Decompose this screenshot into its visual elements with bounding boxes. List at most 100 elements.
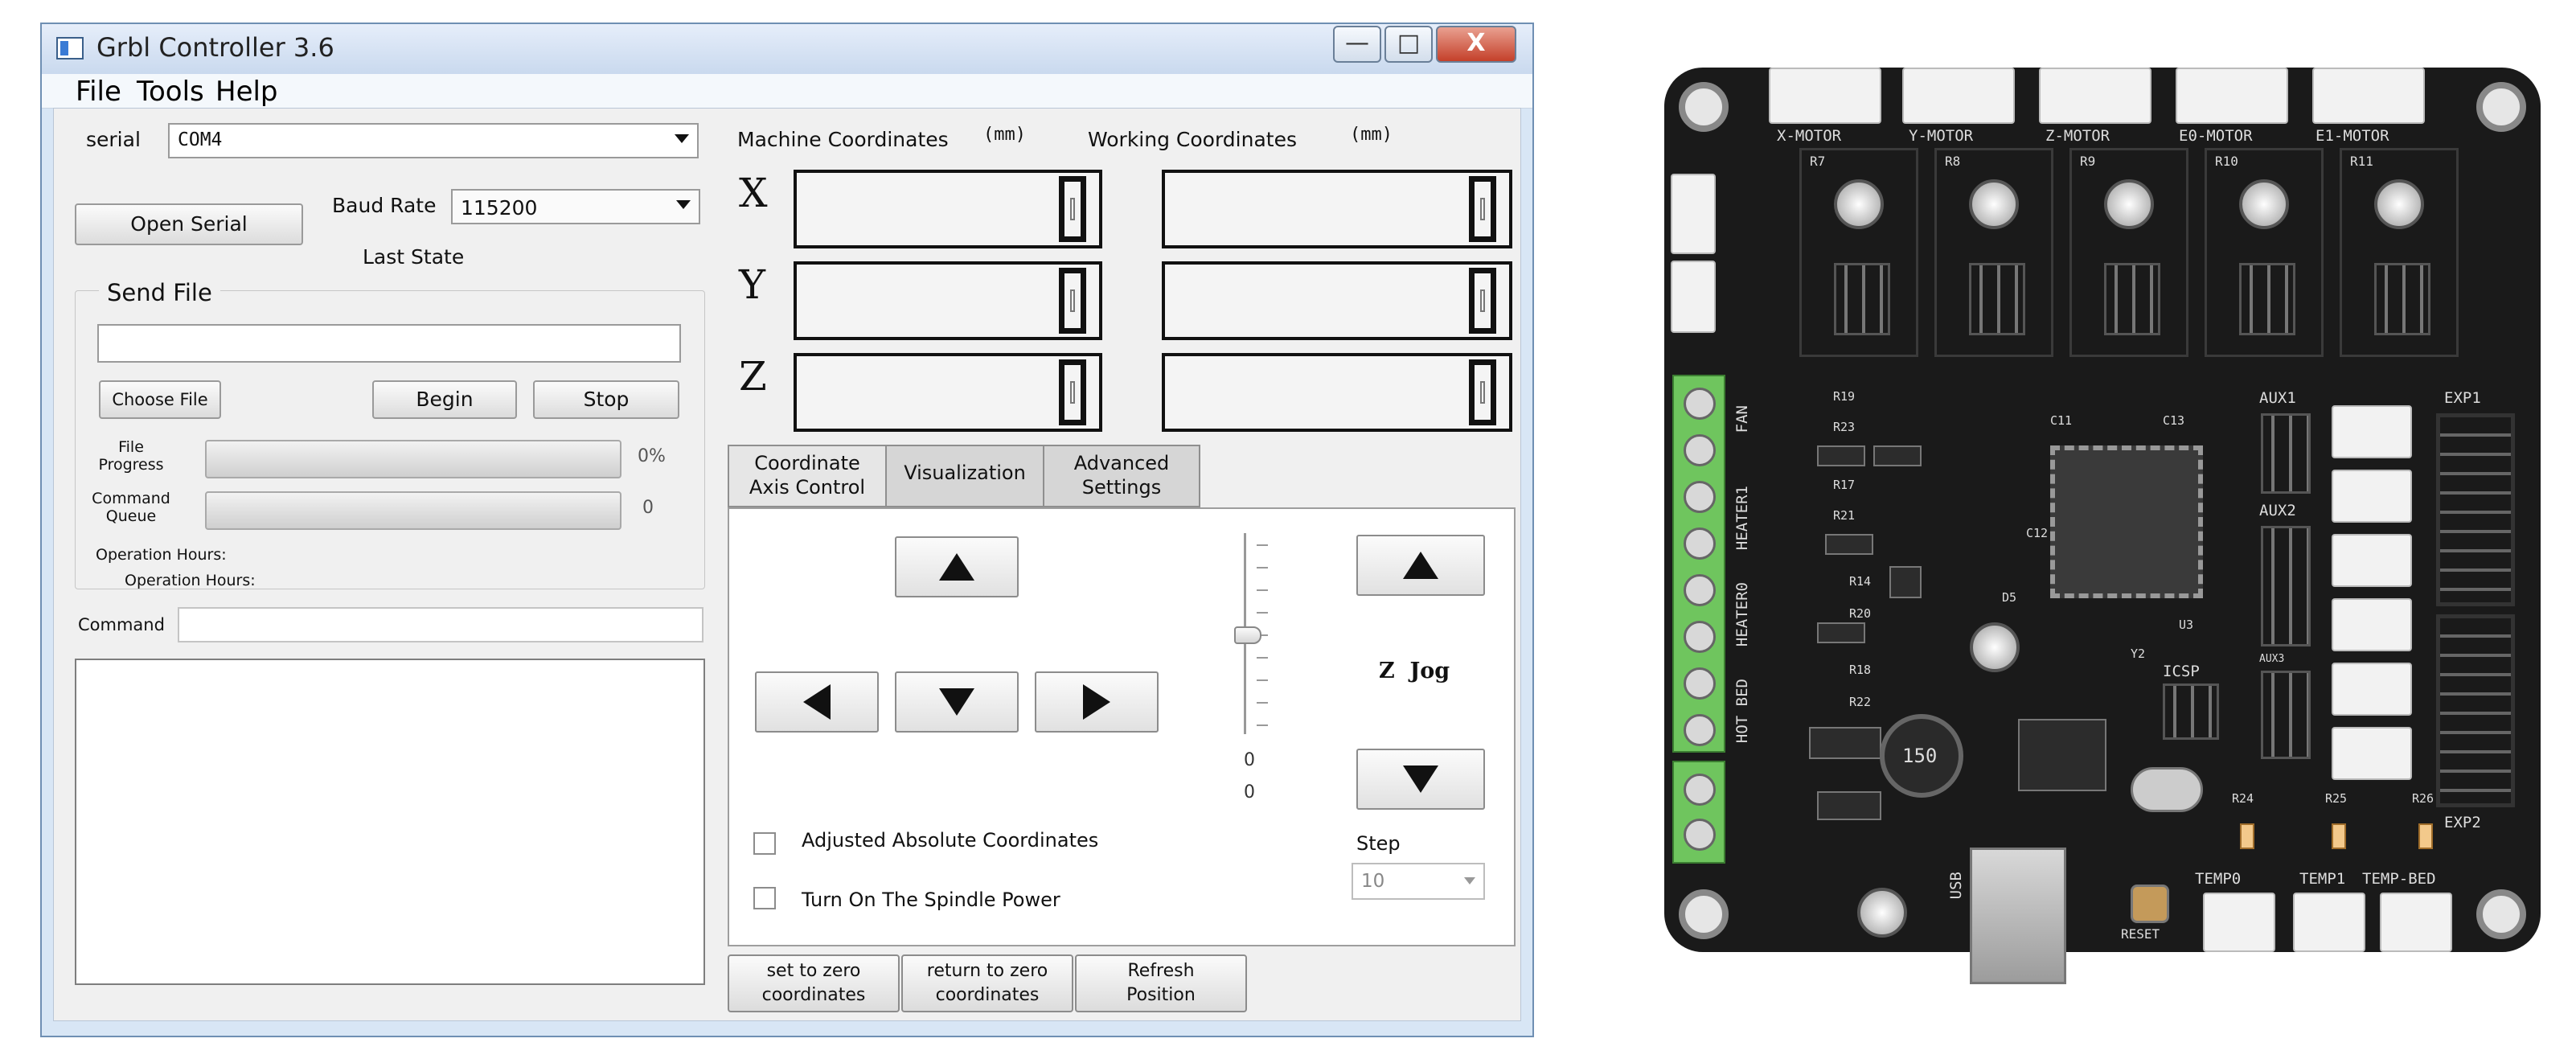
- component-ref: U3: [2179, 618, 2194, 632]
- arrow-up-icon: [1403, 552, 1438, 579]
- stop-button[interactable]: Stop: [533, 380, 679, 419]
- arrow-down-icon: [939, 688, 974, 716]
- x-motor-label: X-MOTOR: [1777, 127, 1842, 145]
- file-path-input[interactable]: [97, 324, 681, 363]
- menu-tools[interactable]: Tools: [137, 76, 204, 108]
- microstep-jumpers: [1834, 263, 1890, 335]
- status-led: [2418, 823, 2433, 849]
- exp2-header: [2436, 614, 2515, 807]
- menu-help[interactable]: Help: [215, 76, 278, 108]
- microstep-jumpers: [1969, 263, 2025, 335]
- spindle-power-label: Turn On The Spindle Power: [802, 889, 1060, 911]
- x-motor-connector: [1769, 68, 1881, 124]
- component-ref: C12: [2026, 526, 2049, 540]
- smd-component: [1825, 534, 1873, 555]
- x-working-digit: [1469, 176, 1496, 242]
- e0-motor-label: E0-MOTOR: [2179, 127, 2253, 145]
- tab-visualization[interactable]: Visualization: [885, 445, 1044, 507]
- title-bar[interactable]: Grbl Controller 3.6 — □ X: [42, 24, 1532, 74]
- x-machine-digit: [1059, 176, 1086, 242]
- open-serial-button[interactable]: Open Serial: [75, 203, 303, 245]
- baud-rate-select[interactable]: 115200: [451, 189, 700, 224]
- aux2-header: [2261, 526, 2311, 646]
- capacitor: [1970, 622, 2020, 672]
- fan-connector: [1671, 174, 1716, 254]
- set-to-zero-button[interactable]: set to zero coordinates: [728, 954, 900, 1012]
- command-input[interactable]: [178, 607, 703, 642]
- command-log[interactable]: [75, 659, 705, 985]
- spindle-power-checkbox[interactable]: [753, 887, 776, 909]
- slider-handle[interactable]: [1234, 626, 1261, 644]
- component-ref: R25: [2325, 791, 2348, 806]
- capacitor: [1857, 888, 1907, 938]
- last-state-label: Last State: [363, 245, 465, 269]
- microstep-jumpers: [2374, 263, 2430, 335]
- aux3-label: AUX3: [2259, 653, 2285, 665]
- jog-y-plus-button[interactable]: [895, 536, 1019, 597]
- y-machine-digit: [1059, 268, 1086, 334]
- jog-x-plus-button[interactable]: [1035, 671, 1159, 733]
- command-label: Command: [78, 615, 165, 634]
- step-select[interactable]: 10: [1352, 863, 1485, 900]
- menu-file[interactable]: File: [76, 76, 121, 108]
- working-unit-label: (mm): [1350, 125, 1393, 145]
- driver-socket-e1: R11: [2340, 148, 2459, 357]
- machine-coordinates-label: Machine Coordinates: [737, 128, 949, 151]
- smd-component: [1817, 622, 1865, 643]
- y-motor-label: Y-MOTOR: [1909, 127, 1974, 145]
- endstop-connector: [2332, 727, 2412, 780]
- exp1-label: EXP1: [2444, 389, 2481, 407]
- mounting-hole: [1679, 889, 1729, 939]
- capacitor: [1969, 179, 2019, 229]
- endstop-connector: [2332, 470, 2412, 523]
- tab-advanced-settings[interactable]: Advanced Settings: [1043, 445, 1200, 507]
- command-queue-bar: [205, 491, 621, 530]
- jog-x-minus-button[interactable]: [755, 671, 879, 733]
- adjusted-absolute-checkbox[interactable]: [753, 832, 776, 855]
- driver-socket-y: R8: [1934, 148, 2053, 357]
- operation-hours-label-2: Operation Hours:: [125, 572, 256, 589]
- begin-button[interactable]: Begin: [372, 380, 517, 419]
- component-ref: R18: [1849, 663, 1872, 677]
- component-ref: R14: [1849, 574, 1872, 589]
- maximize-button[interactable]: □: [1384, 26, 1433, 63]
- component-ref: R20: [1849, 606, 1872, 621]
- endstop-connector: [2332, 663, 2412, 716]
- choose-file-button[interactable]: Choose File: [99, 380, 221, 419]
- chevron-down-icon: [676, 200, 691, 209]
- controller-board-photo: X-MOTOR Y-MOTOR Z-MOTOR E0-MOTOR E1-MOTO…: [1664, 68, 2541, 984]
- command-queue-label: Command Queue: [92, 490, 170, 525]
- jog-z-minus-button[interactable]: [1356, 749, 1485, 810]
- fan-terminal-label: FAN: [1733, 405, 1751, 433]
- status-led: [2332, 823, 2346, 849]
- temp0-label: TEMP0: [2195, 870, 2242, 888]
- hot-bed-terminal-label: HOT BED: [1733, 679, 1751, 744]
- component-ref: R19: [1833, 389, 1856, 404]
- jog-z-plus-button[interactable]: [1356, 535, 1485, 596]
- smd-component: [1817, 791, 1881, 820]
- serial-port-value: COM4: [178, 129, 223, 150]
- icsp-label: ICSP: [2163, 663, 2200, 680]
- z-motor-connector: [2039, 68, 2151, 124]
- temp-bed-connector: [2380, 893, 2452, 952]
- endstop-connector: [2332, 598, 2412, 651]
- jog-speed-slider[interactable]: [1228, 533, 1276, 742]
- power-terminal-block: [1672, 375, 1725, 753]
- y-motor-connector: [1902, 68, 2015, 124]
- exp1-header: [2436, 413, 2515, 606]
- close-button[interactable]: X: [1436, 26, 1516, 63]
- reset-label: RESET: [2121, 926, 2160, 942]
- status-led: [2240, 823, 2254, 849]
- file-progress-bar: [205, 440, 621, 478]
- refresh-position-button[interactable]: Refresh Position: [1075, 954, 1247, 1012]
- minimize-button[interactable]: —: [1333, 26, 1381, 63]
- z-working-digit: [1469, 359, 1496, 425]
- heater1-terminal-label: HEATER1: [1733, 486, 1751, 551]
- serial-port-combo[interactable]: COM4: [168, 123, 699, 158]
- return-to-zero-button[interactable]: return to zero coordinates: [901, 954, 1073, 1012]
- jog-y-minus-button[interactable]: [895, 671, 1019, 733]
- component-ref: R24: [2232, 791, 2254, 806]
- microcontroller-chip: [2050, 445, 2203, 598]
- capacitor: [2374, 179, 2424, 229]
- tab-coordinate-axis-control[interactable]: Coordinate Axis Control: [728, 445, 887, 507]
